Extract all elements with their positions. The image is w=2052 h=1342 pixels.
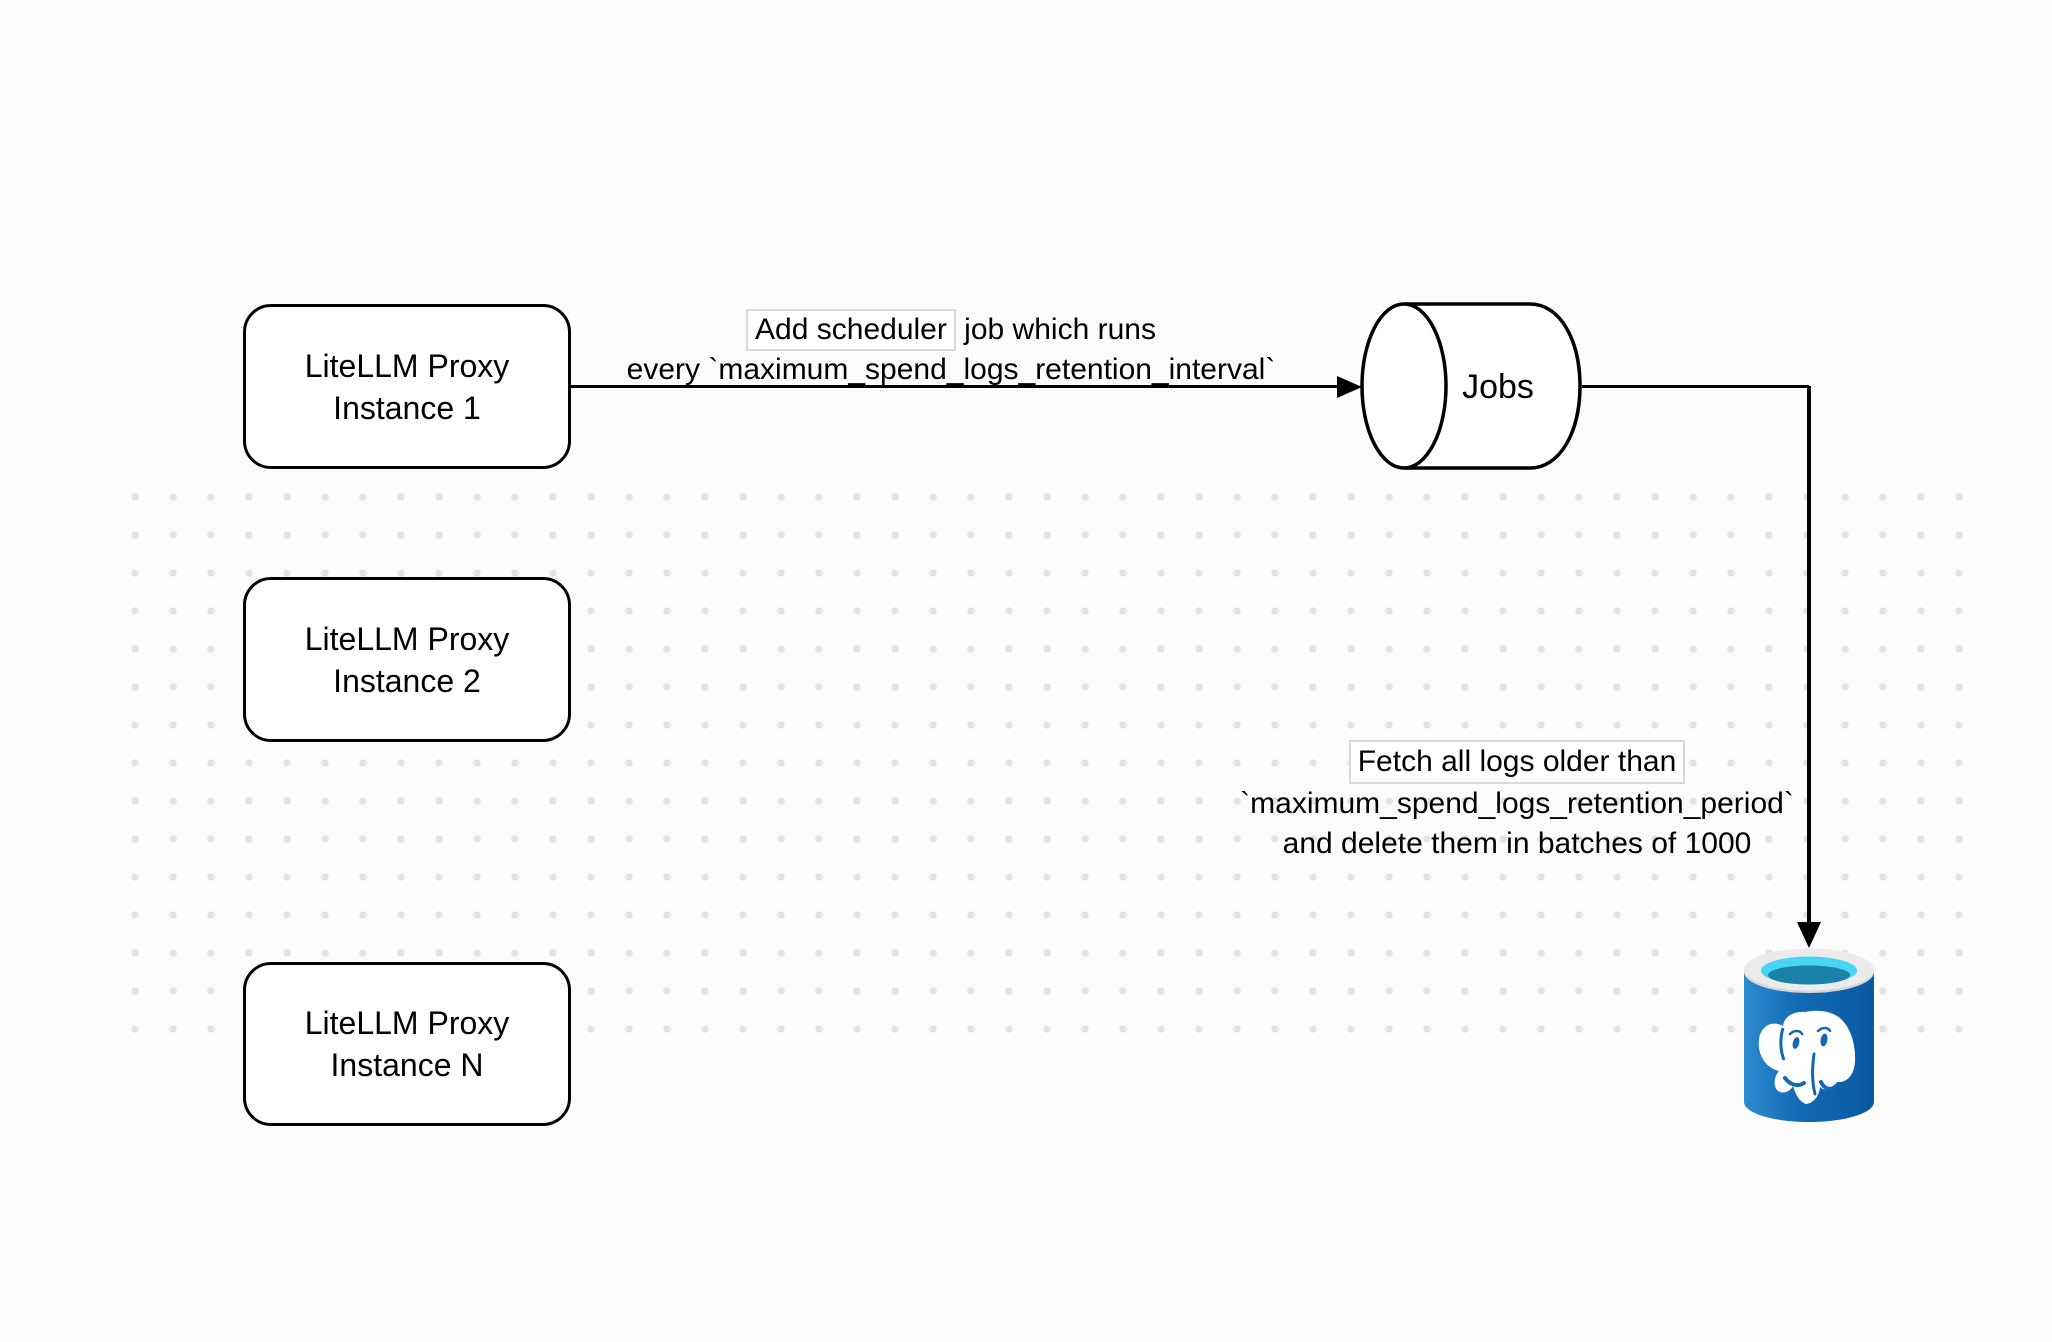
node-litellm-proxy-instance-1: LiteLLM Proxy Instance 1 (243, 304, 571, 469)
edge-fetch-label-line2: `maximum_spend_logs_retention_period` (1240, 787, 1794, 820)
node-jobs-queue: Jobs (1358, 300, 1586, 472)
edge-fetch-label-line1: Fetch all logs older than (1177, 740, 1857, 784)
edge-fetch-vline (1807, 386, 1811, 924)
node-label-line2: Instance 1 (333, 389, 481, 426)
node-label-line1: LiteLLM Proxy (304, 1005, 510, 1041)
edge-scheduler-label-line2: every `maximum_spend_logs_retention_inte… (626, 353, 1276, 386)
postgres-elephant-icon (1758, 1010, 1856, 1104)
edge-scheduler-line (571, 385, 1341, 389)
postgresql-database-icon (1744, 948, 1874, 1122)
arrowhead-right-icon (1337, 376, 1362, 398)
jobs-cylinder-icon: Jobs (1360, 302, 1582, 470)
edge-scheduler-label-line1-rest: job which runs (955, 313, 1156, 346)
arrowhead-down-icon (1797, 922, 1821, 948)
node-label-line2: Instance N (330, 1047, 484, 1083)
edge-scheduler-label-line1-boxed: Add scheduler (746, 309, 956, 351)
node-label-line2: Instance 2 (333, 662, 481, 699)
edge-fetch-hline (1582, 385, 1809, 389)
node-label-line1: LiteLLM Proxy (304, 620, 510, 657)
edge-scheduler-label: Add scheduler job which runs every `maxi… (611, 309, 1291, 389)
node-label-line1: LiteLLM Proxy (304, 347, 510, 384)
edge-scheduler-label-line1: Add scheduler job which runs (611, 309, 1291, 351)
node-litellm-proxy-instance-2: LiteLLM Proxy Instance 2 (243, 577, 571, 742)
edge-fetch-label-line3: and delete them in batches of 1000 (1282, 827, 1752, 860)
edge-fetch-label-line1-boxed: Fetch all logs older than (1348, 740, 1686, 784)
node-postgres-database (1738, 944, 1878, 1132)
jobs-label: Jobs (1462, 368, 1534, 406)
node-litellm-proxy-instance-n: LiteLLM Proxy Instance N (243, 962, 571, 1126)
edge-fetch-label: Fetch all logs older than `maximum_spend… (1177, 740, 1857, 864)
